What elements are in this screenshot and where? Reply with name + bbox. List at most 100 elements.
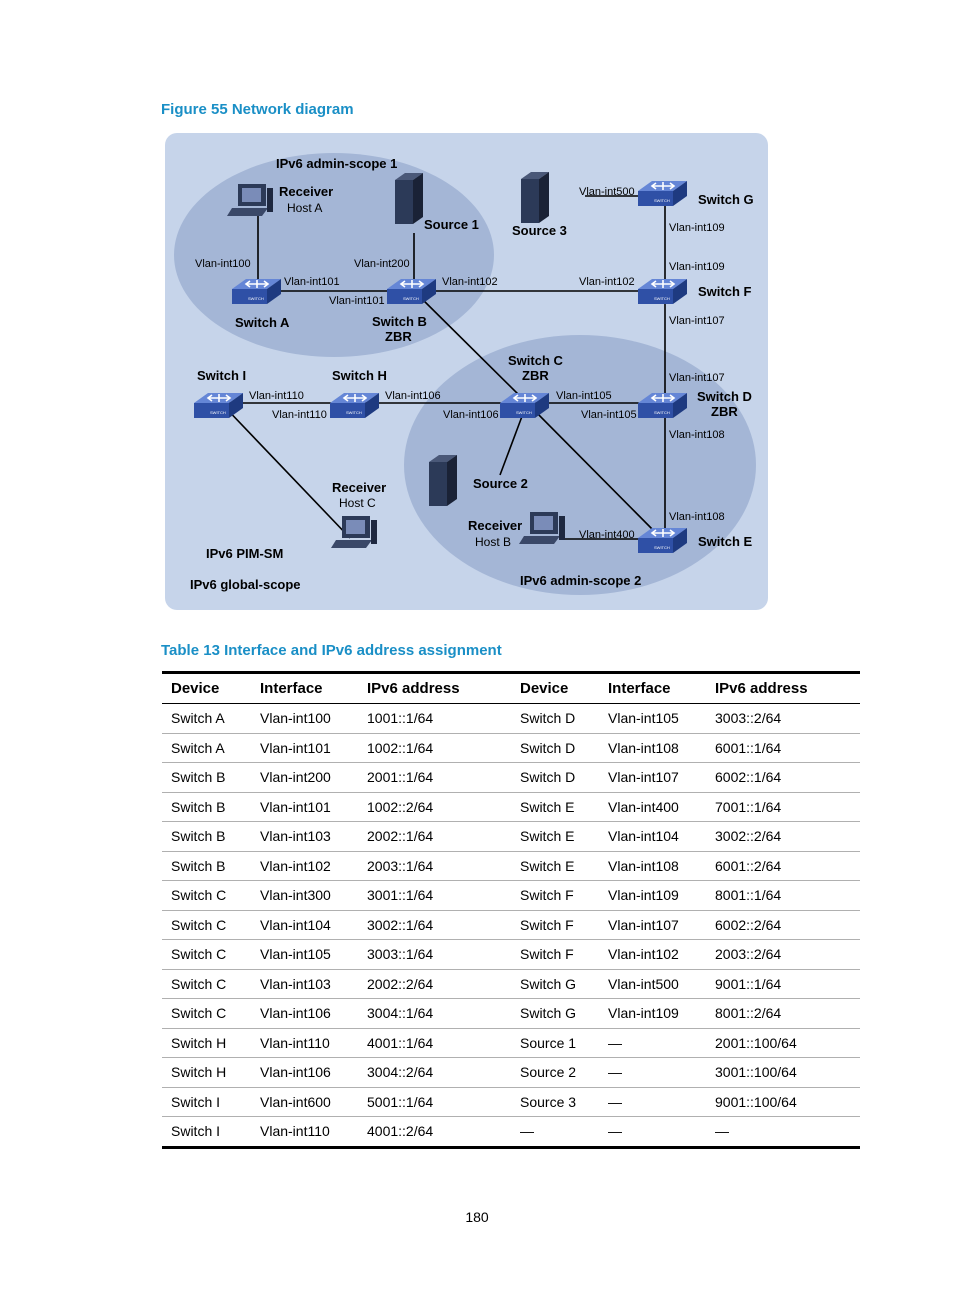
if-a-100: Vlan-int100 bbox=[195, 258, 251, 270]
if-f-107: Vlan-int107 bbox=[669, 315, 725, 327]
network-diagram: SWITCH bbox=[165, 133, 768, 610]
table-cell: Switch G bbox=[511, 969, 599, 999]
receiver-c-label: Receiver bbox=[332, 480, 386, 495]
switch-c-role: ZBR bbox=[522, 368, 549, 383]
header-interface: Interface bbox=[260, 680, 323, 697]
table-cell: 6002::2/64 bbox=[706, 910, 860, 940]
host-c-label: Host C bbox=[339, 496, 376, 510]
table-cell: 2001::100/64 bbox=[706, 1028, 860, 1058]
if-h-110: Vlan-int110 bbox=[272, 409, 327, 421]
table-cell: Vlan-int105 bbox=[251, 939, 358, 970]
switch-i-label: Switch I bbox=[197, 368, 246, 383]
table-cell: 4001::2/64 bbox=[358, 1116, 511, 1149]
table-cell: 6001::1/64 bbox=[706, 733, 860, 763]
table-cell: Switch H bbox=[162, 1057, 251, 1088]
table-cell: 3004::1/64 bbox=[358, 998, 511, 1029]
table-cell: Vlan-int105 bbox=[599, 703, 706, 734]
table-cell: Vlan-int107 bbox=[599, 762, 706, 793]
pim-label: IPv6 PIM-SM bbox=[206, 546, 283, 561]
table-cell: Source 1 bbox=[511, 1028, 599, 1058]
table-cell: Vlan-int110 bbox=[251, 1028, 358, 1058]
table-cell: Switch B bbox=[162, 792, 251, 822]
table-cell: 2002::2/64 bbox=[358, 969, 511, 999]
if-e-400: Vlan-int400 bbox=[579, 529, 635, 541]
table-cell: 6002::1/64 bbox=[706, 762, 860, 793]
table-cell: 9001::100/64 bbox=[706, 1087, 860, 1117]
switch-e-label: Switch E bbox=[698, 534, 753, 549]
table-cell: Switch F bbox=[511, 880, 599, 911]
table-cell: Vlan-int102 bbox=[599, 939, 706, 970]
switch-g-label: Switch G bbox=[698, 192, 754, 207]
table-cell: Vlan-int101 bbox=[251, 733, 358, 763]
table-cell: — bbox=[599, 1057, 706, 1088]
table-cell: Vlan-int101 bbox=[251, 792, 358, 822]
table-cell: Vlan-int108 bbox=[599, 851, 706, 881]
source-3-icon bbox=[521, 172, 549, 223]
host-b-label: Host B bbox=[475, 535, 511, 549]
table-cell: Switch C bbox=[162, 998, 251, 1029]
table-cell: 3001::1/64 bbox=[358, 880, 511, 911]
table-cell: Switch D bbox=[511, 762, 599, 793]
receiver-b-label: Receiver bbox=[468, 518, 522, 533]
table-cell: — bbox=[599, 1116, 706, 1149]
table-cell: 2003::1/64 bbox=[358, 851, 511, 881]
table-cell: Vlan-int109 bbox=[599, 880, 706, 911]
table-cell: Vlan-int102 bbox=[251, 851, 358, 881]
if-e-108: Vlan-int108 bbox=[669, 511, 725, 523]
if-h-106: Vlan-int106 bbox=[385, 390, 441, 402]
admin-scope-1-area bbox=[174, 153, 494, 357]
table-cell: 8001::2/64 bbox=[706, 998, 860, 1029]
table-cell: Vlan-int400 bbox=[599, 792, 706, 822]
if-a-101: Vlan-int101 bbox=[284, 276, 340, 288]
if-d-107: Vlan-int107 bbox=[669, 372, 725, 384]
table-cell: 4001::1/64 bbox=[358, 1028, 511, 1058]
header-device: Device bbox=[171, 680, 220, 697]
table-cell: Switch C bbox=[162, 969, 251, 999]
table-cell: Switch A bbox=[162, 733, 251, 763]
table-cell: Vlan-int107 bbox=[599, 910, 706, 940]
table-cell: Switch D bbox=[511, 703, 599, 734]
table-cell: 2003::2/64 bbox=[706, 939, 860, 970]
if-g-109: Vlan-int109 bbox=[669, 222, 725, 234]
switch-f-label: Switch F bbox=[698, 284, 752, 299]
table-cell: 1002::2/64 bbox=[358, 792, 511, 822]
table-cell: Switch I bbox=[162, 1116, 251, 1149]
if-b-102: Vlan-int102 bbox=[442, 276, 498, 288]
host-a-label: Host A bbox=[287, 201, 322, 215]
switch-d-role: ZBR bbox=[711, 404, 738, 419]
address-table: Device Interface IPv6 address Device Int… bbox=[162, 671, 860, 1149]
table-cell: Vlan-int104 bbox=[251, 910, 358, 940]
if-b-200: Vlan-int200 bbox=[354, 258, 410, 270]
switch-h-label: Switch H bbox=[332, 368, 387, 383]
table-cell: Switch B bbox=[162, 762, 251, 793]
table-cell: 3001::100/64 bbox=[706, 1057, 860, 1088]
header-device-2: Device bbox=[520, 680, 569, 697]
table-cell: 3003::1/64 bbox=[358, 939, 511, 970]
if-b-101: Vlan-int101 bbox=[329, 295, 385, 307]
table-cell: 3003::2/64 bbox=[706, 703, 860, 734]
table-cell: Switch B bbox=[162, 851, 251, 881]
table-cell: Vlan-int106 bbox=[251, 1057, 358, 1088]
switch-d-label: Switch D bbox=[697, 389, 752, 404]
table-cell: Vlan-int600 bbox=[251, 1087, 358, 1117]
table-cell: Vlan-int106 bbox=[251, 998, 358, 1029]
table-cell: 9001::1/64 bbox=[706, 969, 860, 999]
header-ipv6-address-2: IPv6 address bbox=[715, 680, 808, 697]
scope1-label: IPv6 admin-scope 1 bbox=[276, 156, 397, 171]
table-cell: Switch F bbox=[511, 939, 599, 970]
table-cell: Switch E bbox=[511, 851, 599, 881]
table-cell: 1001::1/64 bbox=[358, 703, 511, 734]
table-cell: 3004::2/64 bbox=[358, 1057, 511, 1088]
table-cell: — bbox=[599, 1028, 706, 1058]
table-cell: Switch E bbox=[511, 792, 599, 822]
table-cell: Vlan-int500 bbox=[599, 969, 706, 999]
table-cell: 7001::1/64 bbox=[706, 792, 860, 822]
